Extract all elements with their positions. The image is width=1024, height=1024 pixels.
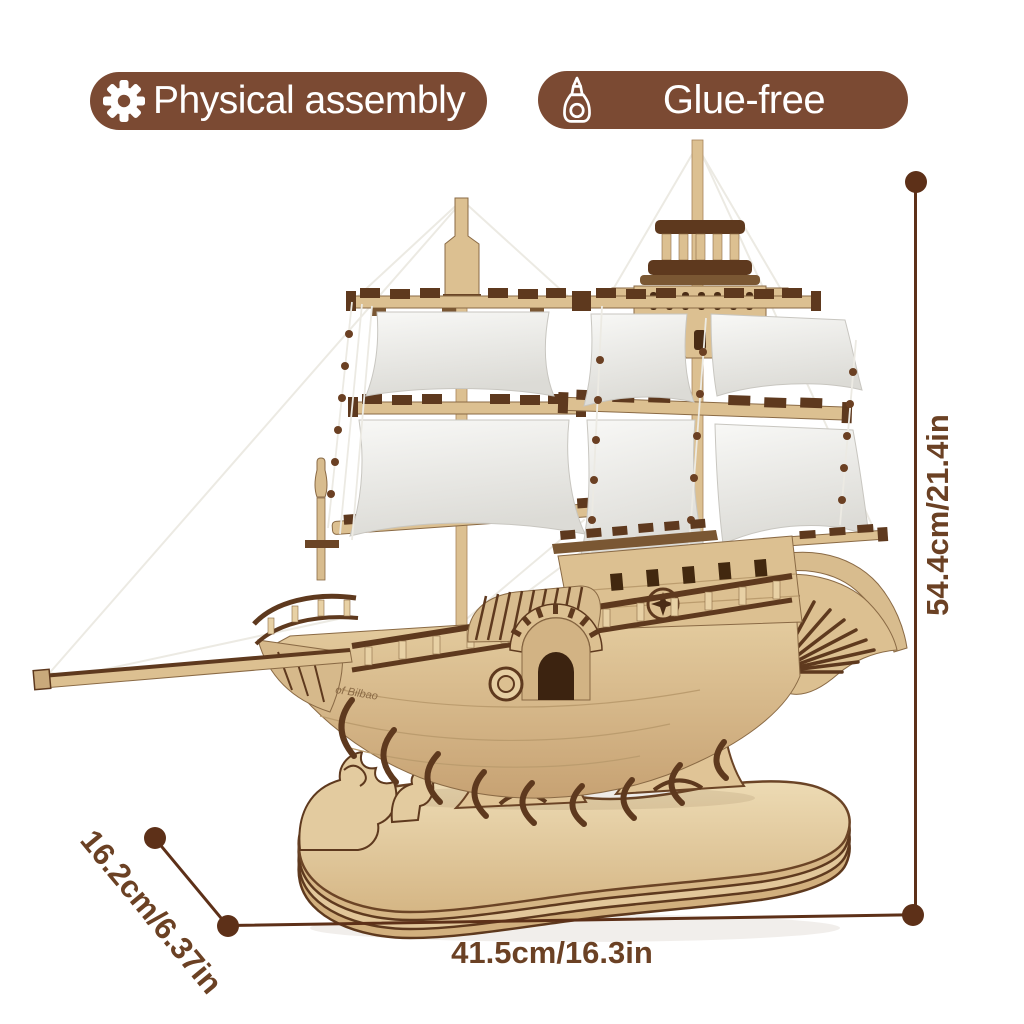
bowsprit: [32, 648, 353, 691]
hull-ribs: [338, 697, 729, 827]
foremast: [327, 197, 623, 649]
dimension-endpoint-dot: [144, 827, 166, 849]
height-dimension-line: [914, 182, 917, 915]
dimension-endpoint-dot: [905, 171, 927, 193]
glue-free-badge: Glue-free: [538, 71, 908, 129]
glue-bottle-icon: [563, 76, 591, 123]
physical-assembly-label: Physical assembly: [153, 79, 466, 122]
main-sails: [579, 313, 870, 561]
dimension-endpoint-dot: [902, 904, 924, 926]
physical-assembly-badge: Physical assembly: [90, 72, 487, 130]
arch-ornament: [488, 603, 603, 702]
width-dimension-label: 41.5cm/16.3in: [451, 935, 653, 970]
bow-mast: [305, 457, 339, 581]
stern-spar: [779, 523, 889, 547]
gear-icon: [103, 80, 145, 122]
height-dimension-label: 54.4cm/21.4in: [920, 414, 955, 616]
foremast-sails: [349, 311, 586, 537]
glue-free-label: Glue-free: [662, 77, 826, 122]
dimension-endpoint-dot: [217, 915, 239, 937]
main-mast: [557, 139, 889, 563]
